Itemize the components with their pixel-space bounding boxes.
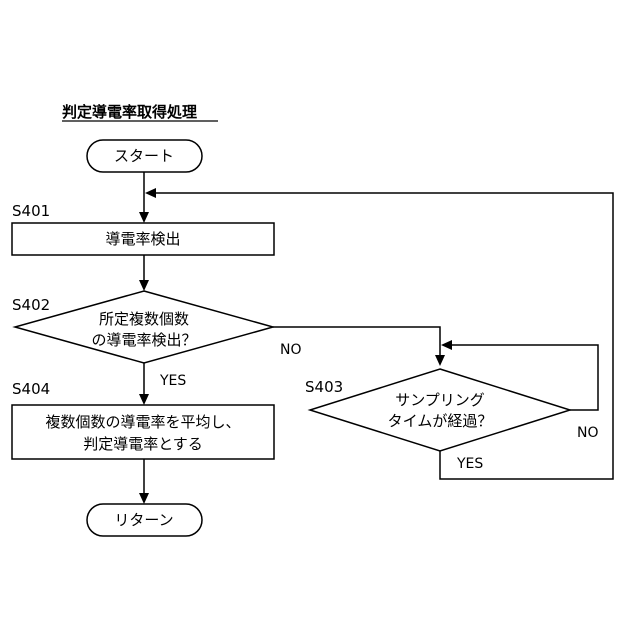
step-label-s403: S403 <box>305 378 343 396</box>
start-label: スタート <box>114 147 174 165</box>
arrow-s404-end <box>139 493 149 504</box>
process-s404-line1: 複数個数の導電率を平均し、 <box>45 413 240 431</box>
decision-s402-line1: 所定複数個数 <box>99 310 189 328</box>
branch-s402-no: NO <box>280 342 302 358</box>
decision-s402-line2: の導電率検出？ <box>91 331 196 349</box>
arrow-s403-yes-loop <box>145 188 156 198</box>
branch-s403-no: NO <box>577 425 599 441</box>
arrow-s402-yes <box>139 394 149 405</box>
step-label-s404: S404 <box>12 380 50 398</box>
branch-s402-yes: YES <box>159 373 186 389</box>
branch-s403-yes: YES <box>456 456 483 472</box>
decision-s403 <box>310 369 570 451</box>
process-s404-line2: 判定導電率とする <box>83 435 203 453</box>
arrow-s401-s402 <box>139 280 149 291</box>
process-s401-text: 導電率検出 <box>105 230 180 248</box>
decision-s403-line2: タイムが経過？ <box>388 412 493 430</box>
step-label-s401: S401 <box>12 202 50 220</box>
end-label: リターン <box>114 511 173 529</box>
arrow-start-s401 <box>139 212 149 223</box>
arrow-s403-no-loop <box>441 340 452 350</box>
step-label-s402: S402 <box>12 296 50 314</box>
decision-s403-line1: サンプリング <box>395 391 485 409</box>
diagram-title: 判定導電率取得処理 <box>62 103 197 121</box>
arrow-s402-no <box>435 355 445 366</box>
